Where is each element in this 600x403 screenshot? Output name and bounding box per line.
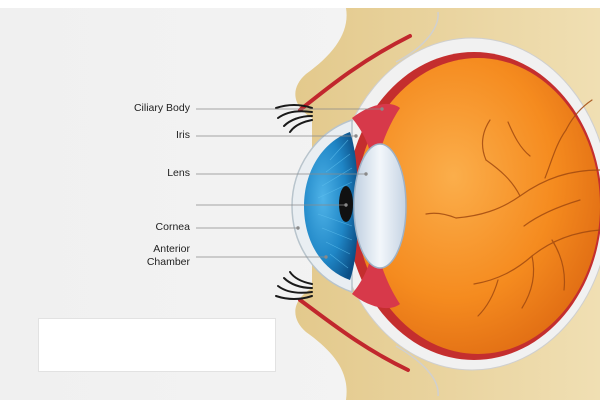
label-anterior-chamber: Anterior Chamber [147, 243, 190, 269]
ciliary-body [352, 252, 400, 309]
leader-lines [196, 107, 384, 259]
upper-eyelashes [275, 104, 313, 133]
iris-fibers [317, 139, 353, 269]
label-anterior-chamber-line2: Chamber [146, 256, 190, 269]
retinal-vessels [425, 99, 600, 317]
label-anterior-chamber-line1: Anterior [153, 243, 190, 255]
eyeball [356, 58, 600, 354]
iris [304, 132, 358, 280]
upper-eyelid-lining [298, 34, 412, 112]
label-cornea: Cornea [155, 221, 190, 233]
lens [353, 143, 407, 269]
outer-muscle-line [395, 11, 439, 63]
lower-eyelid-lining [298, 298, 410, 372]
ciliary-body [352, 103, 400, 160]
label-ciliary-body: Ciliary Body [133, 102, 190, 114]
label-iris: Iris [176, 129, 190, 141]
label-lens: Lens [167, 167, 190, 179]
outer-muscle-line [395, 345, 439, 397]
blank-answer-box [38, 318, 276, 372]
lower-eyelashes [275, 271, 313, 300]
